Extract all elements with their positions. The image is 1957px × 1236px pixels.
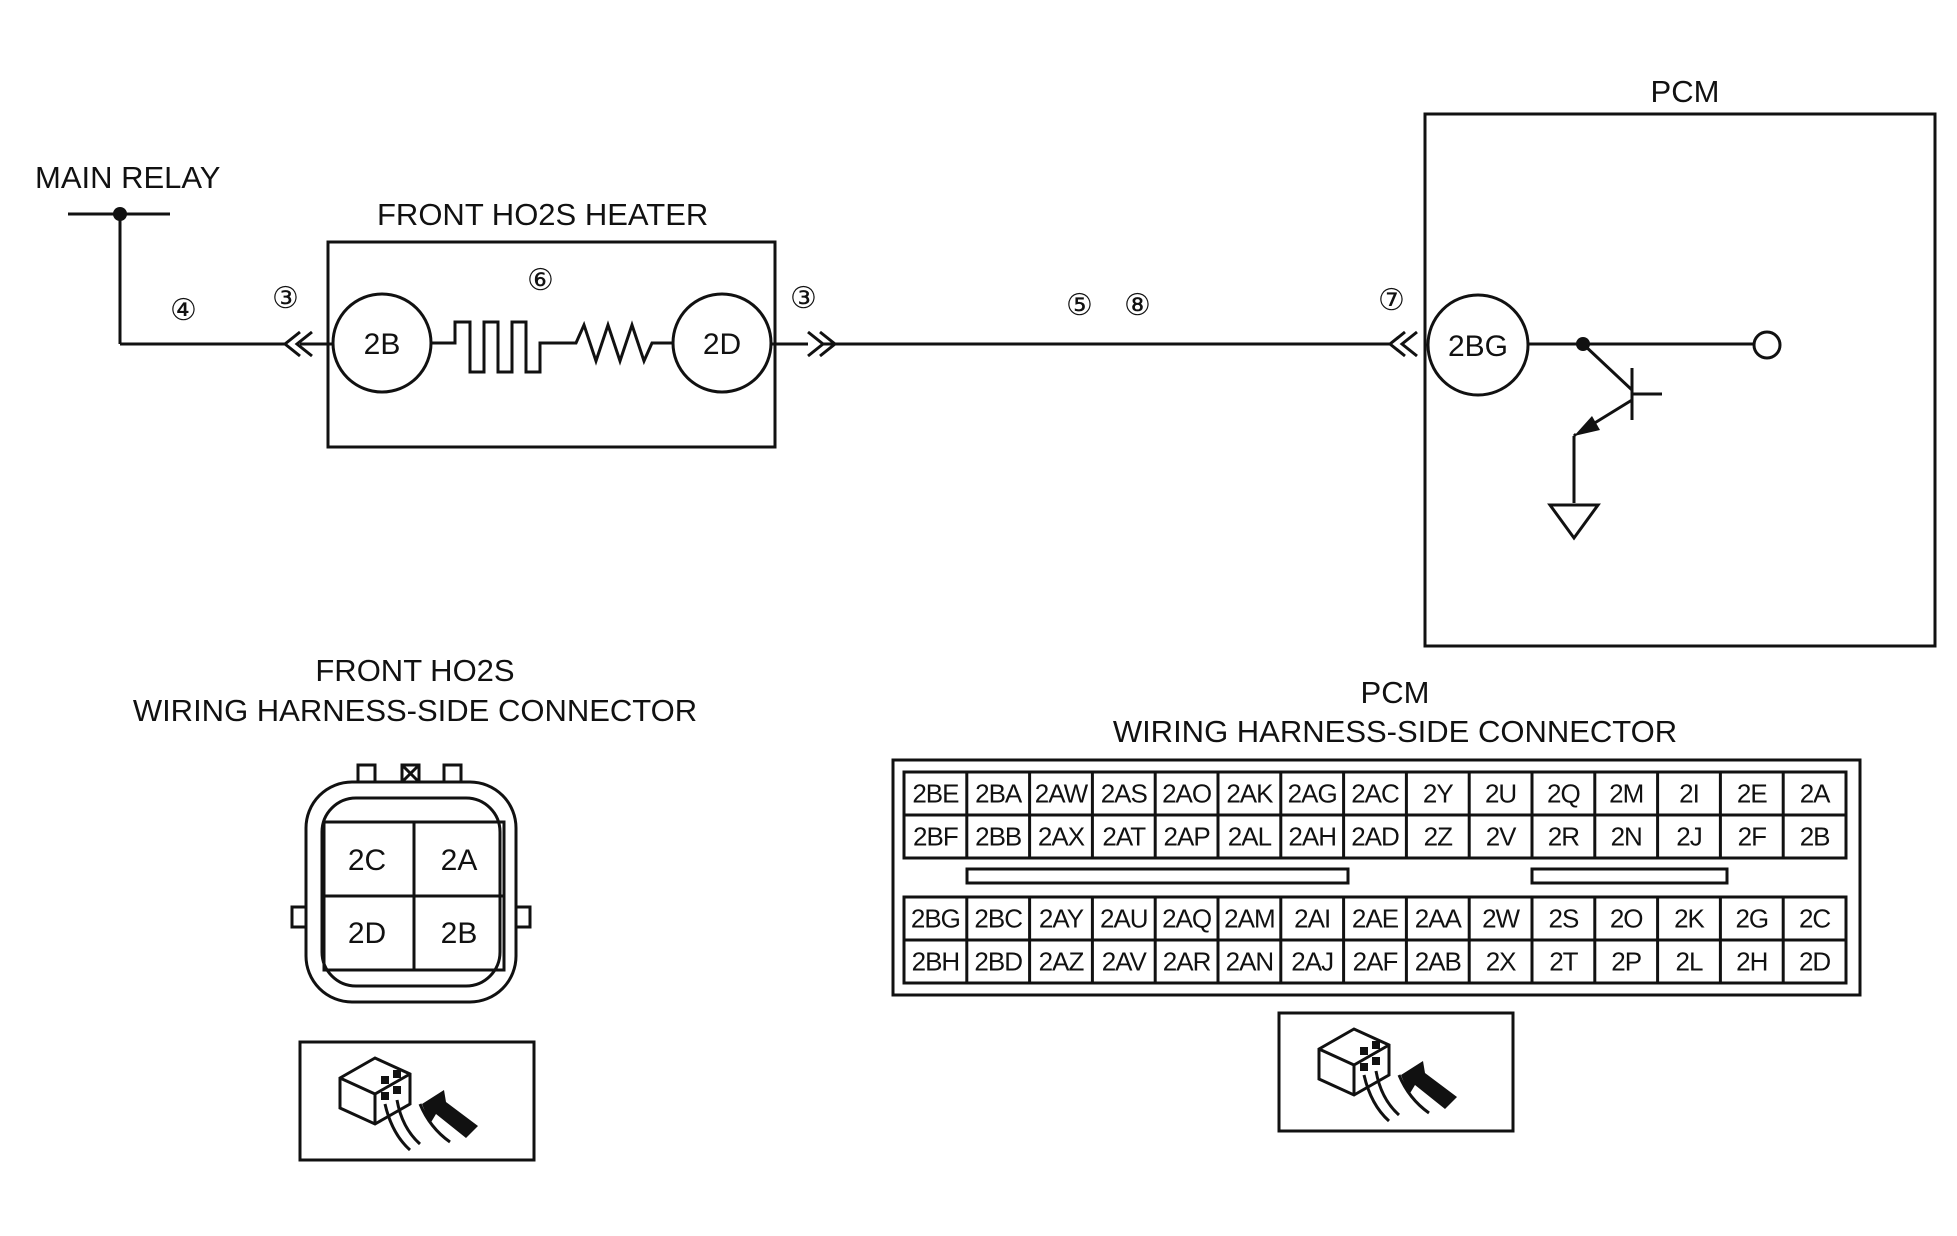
heater-pin-2b-label: 2B [364, 328, 401, 361]
pcm-connector-pin: 2AA [1415, 904, 1463, 934]
ho2s-connector-title-2: WIRING HARNESS-SIDE CONNECTOR [133, 693, 697, 728]
pcm-connector-pin: 2AS [1101, 779, 1148, 809]
pcm-connector-pin: 2I [1679, 779, 1699, 809]
pcm-connector-chevron-icon [1387, 330, 1418, 358]
pcm-connector-pin: 2BF [913, 822, 958, 852]
pcm-connector-pin: 2AU [1100, 904, 1148, 934]
pcm-connector-pin: 2AT [1102, 822, 1146, 852]
pcm-connector-pin: 2BC [974, 904, 1022, 934]
circuit-number-3-right: ③ [790, 282, 817, 315]
ho2s-connector-title-1: FRONT HO2S [315, 653, 514, 688]
circuit-number-5: ⑤ [1066, 289, 1093, 322]
circuit-number-3-left: ③ [272, 282, 299, 315]
pcm-connector-upper-block: 2BE 2BA 2AW 2AS 2AO 2AK 2AG 2AC 2Y 2U 2Q 2M 2I 2E 2A 2B… [902, 770, 1848, 860]
pcm-connector-pin: 2AV [1102, 947, 1148, 977]
pcm-connector-body [891, 758, 1862, 997]
pcm-connector-pin: 2BH [912, 947, 960, 977]
pcm-connector-pin: 2AR [1163, 947, 1211, 977]
pcm-connector-pin: 2AC [1351, 779, 1399, 809]
pcm-connector-pin: 2K [1674, 904, 1705, 934]
pcm-connector-pin: 2AG [1288, 779, 1337, 809]
pcm-connector-pin: 2AB [1415, 947, 1461, 977]
pcm-connector-pin: 2BE [912, 779, 959, 809]
pcm-connector-pin: 2AH [1288, 822, 1336, 852]
pcm-box [1423, 112, 1937, 648]
pcm-connector-pin: 2U [1485, 779, 1516, 809]
pcm-connector-key-left [965, 867, 1350, 885]
pcm-connector-pin: 2X [1486, 947, 1516, 977]
pcm-terminal-circle [1752, 330, 1782, 360]
pcm-connector-pin: 2AD [1351, 822, 1399, 852]
pcm-connector-pin: 2Y [1423, 779, 1453, 809]
pcm-connector-pin: 2O [1610, 904, 1643, 934]
ground-icon [1547, 503, 1601, 541]
pcm-connector-pin: 2W [1482, 904, 1520, 934]
pcm-connector-pin: 2AJ [1291, 947, 1333, 977]
pcm-connector-pin: 2V [1486, 822, 1517, 852]
pcm-connector-pin: 2AP [1164, 822, 1210, 852]
pcm-connector-pin: 2BD [974, 947, 1022, 977]
pcm-connector-pin: 2B [1800, 822, 1830, 852]
pcm-connector-pin: 2AO [1162, 779, 1211, 809]
ho2s-pin-2b: 2B [441, 917, 478, 950]
pcm-connector-pin: 2AQ [1162, 904, 1211, 934]
ho2s-pin-2d: 2D [348, 917, 386, 950]
pcm-connector-pin: 2AL [1228, 822, 1272, 852]
ho2s-pin-2a: 2A [441, 844, 478, 877]
pcm-connector-pin: 2S [1548, 904, 1578, 934]
pcm-connector-pin: 2P [1611, 947, 1641, 977]
pcm-connector-pin: 2R [1548, 822, 1579, 852]
pcm-connector-pin: 2AF [1353, 947, 1398, 977]
pcm-connector-pin: 2J [1676, 822, 1701, 852]
pcm-connector-pin: 2AY [1039, 904, 1084, 934]
pcm-connector-pin: 2AW [1035, 779, 1089, 809]
pcm-connector-pin: 2A [1800, 779, 1831, 809]
pcm-connector-pin: 2M [1609, 779, 1643, 809]
heater-title: FRONT HO2S HEATER [377, 197, 708, 232]
pcm-connector-pin: 2AE [1352, 904, 1399, 934]
pcm-pin-2bg-label: 2BG [1448, 330, 1508, 363]
transistor-icon [1572, 342, 1662, 438]
circuit-number-8: ⑧ [1124, 289, 1151, 322]
heater-element-icon [431, 320, 562, 374]
pcm-connector-lower-block: 2BG 2BC 2AY 2AU 2AQ 2AM 2AI 2AE 2AA 2W 2S 2O 2K 2G 2C 2… [902, 895, 1848, 985]
pcm-connector-pin: 2F [1738, 822, 1766, 852]
pcm-connector-pin: 2AZ [1039, 947, 1085, 977]
pcm-connector-pin: 2AI [1294, 904, 1330, 934]
pcm-connector-key-right [1530, 867, 1729, 885]
pcm-connector-pin: 2E [1737, 779, 1767, 809]
pcm-connector-pin: 2T [1549, 947, 1578, 977]
pcm-title: PCM [1651, 74, 1720, 109]
circuit-number-4: ④ [170, 294, 197, 327]
connector-view-icon [298, 1040, 536, 1162]
pcm-connector-pin: 2D [1799, 947, 1830, 977]
pcm-connector-pin: 2Z [1424, 822, 1453, 852]
connector-view-icon [1277, 1011, 1515, 1133]
resistor-icon [562, 320, 673, 366]
left-connector-chevron-icon [282, 330, 313, 358]
pcm-connector-pin: 2AM [1224, 904, 1274, 934]
ho2s-connector-body [290, 763, 532, 1004]
heater-pin-2d-label: 2D [703, 328, 741, 361]
pcm-connector-pin: 2C [1799, 904, 1830, 934]
pcm-connector-pin: 2H [1736, 947, 1767, 977]
pcm-connector-pin: 2G [1735, 904, 1768, 934]
pcm-connector-pin: 2BG [911, 904, 960, 934]
main-relay-label: MAIN RELAY [35, 160, 220, 195]
pcm-connector-title-1: PCM [1361, 675, 1430, 710]
pcm-connector-title-2: WIRING HARNESS-SIDE CONNECTOR [1113, 714, 1677, 749]
ho2s-pin-2c: 2C [348, 844, 386, 877]
pcm-connector-pin: 2AN [1226, 947, 1274, 977]
circuit-number-6: ⑥ [527, 264, 554, 297]
circuit-number-7: ⑦ [1378, 284, 1405, 317]
pcm-connector-pin: 2BA [975, 779, 1023, 809]
pcm-connector-pin: 2N [1611, 822, 1642, 852]
pcm-connector-pin: 2L [1676, 947, 1703, 977]
pcm-connector-pin: 2AX [1038, 822, 1085, 852]
pcm-connector-pin: 2BB [975, 822, 1021, 852]
pcm-connector-pin: 2Q [1547, 779, 1580, 809]
pcm-connector-pin: 2AK [1226, 779, 1274, 809]
